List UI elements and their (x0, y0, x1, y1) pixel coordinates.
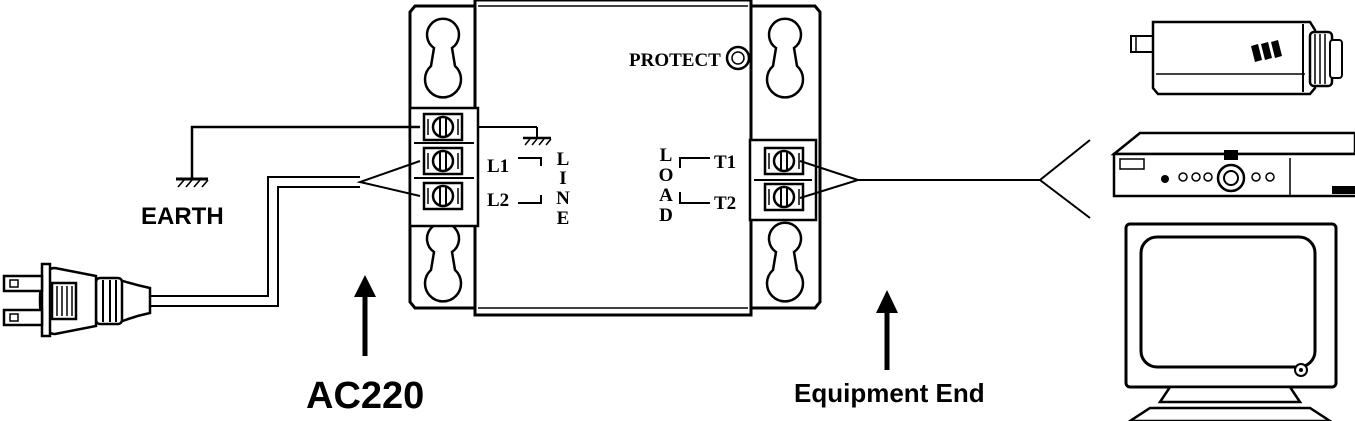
l1-screw-terminal (422, 146, 464, 176)
load-wires (799, 139, 1091, 219)
earth-label: EARTH (141, 203, 224, 230)
load-bracket-top (679, 157, 710, 168)
l1-label: L1 (487, 156, 509, 177)
earth-wire (190, 125, 420, 178)
line-bracket-top (518, 157, 542, 166)
dvd-player-icon (1110, 131, 1355, 198)
line-vertical-label: L I N E (556, 149, 570, 229)
input-terminal-block (408, 106, 480, 228)
equipment-end-label: Equipment End (794, 378, 985, 408)
l2-label: L2 (487, 190, 509, 211)
equipment-end-arrow (876, 290, 898, 370)
power-cord (150, 160, 421, 307)
camera-icon (1130, 20, 1343, 96)
svg-text:E: E (557, 208, 570, 229)
svg-text:I: I (559, 168, 566, 189)
earth-ground-symbol (176, 177, 209, 188)
power-plug (2, 262, 152, 338)
t1-screw-terminal (763, 146, 805, 176)
svg-text:A: A (659, 185, 673, 206)
output-terminal-block (748, 138, 818, 222)
svg-text:N: N (556, 188, 570, 209)
protect-label: PROTECT (629, 50, 721, 71)
ground-screw-terminal (422, 112, 464, 142)
t2-screw-terminal (763, 182, 805, 212)
ac-arrow (354, 275, 376, 356)
svg-text:D: D (659, 205, 673, 226)
load-vertical-label: L O A D (659, 145, 674, 226)
svg-text:O: O (659, 165, 674, 186)
surge-protector: PROTECT L1 L2 L I N E L O A D (408, 0, 822, 317)
internal-ground-symbol (478, 126, 552, 146)
t1-label: T1 (714, 152, 736, 173)
load-bracket-bottom (679, 192, 710, 204)
line-bracket-bottom (518, 195, 542, 204)
l2-screw-terminal (422, 181, 464, 211)
svg-text:L: L (557, 149, 570, 170)
t2-label: T2 (714, 193, 736, 214)
monitor-icon (1124, 222, 1338, 421)
svg-text:L: L (660, 145, 673, 166)
ac220-label: AC220 (306, 375, 424, 417)
